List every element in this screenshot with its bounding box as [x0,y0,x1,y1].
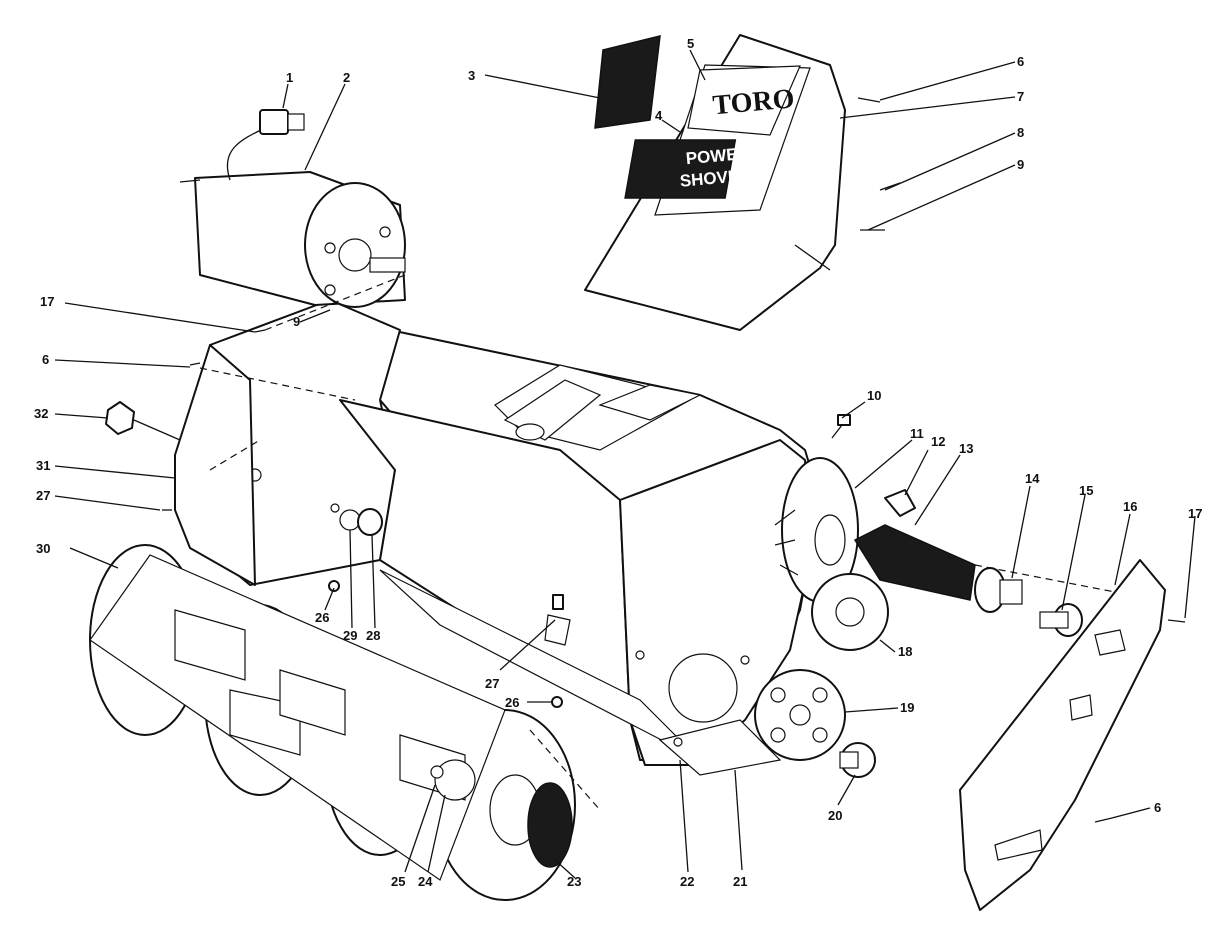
callout-14: 14 [1025,471,1040,486]
bolt-27b [544,594,571,646]
callout-11: 11 [910,426,924,441]
callout-22: 22 [680,874,694,889]
nut-26b [551,696,563,708]
callout-9-motor: 9 [293,314,300,329]
brand-text: TORO [711,83,795,121]
callout-10: 10 [867,388,881,403]
callout-17-right: 17 [1188,506,1202,521]
callout-17-left: 17 [40,294,54,309]
callout-15: 15 [1079,483,1093,498]
callout-3: 3 [468,68,475,83]
callout-6-left: 6 [42,352,49,367]
callout-8: 8 [1017,125,1024,140]
fan-impeller [774,457,859,603]
bushing-15 [1039,603,1083,637]
screws [162,97,1186,823]
housing [209,299,821,776]
callout-30: 30 [36,541,50,556]
callout-12: 12 [931,434,945,449]
callout-32: 32 [34,406,48,421]
callout-26-left: 26 [315,610,329,625]
rotor-assembly [89,544,576,901]
callout-31: 31 [36,458,50,473]
gear-19 [754,669,846,761]
callout-25: 25 [391,874,405,889]
callout-9-top: 9 [1017,157,1024,172]
callout-16: 16 [1123,499,1137,514]
leader-lines [54,49,1196,879]
callout-27-left: 27 [36,488,50,503]
alignment-lines [199,274,1116,811]
callout-2: 2 [343,70,350,85]
pinion-14 [974,567,1023,613]
clip-12 [884,489,916,517]
callout-19: 19 [900,700,914,715]
nut-26a [328,580,340,592]
callout-28: 28 [366,628,380,643]
callout-6-top: 6 [1017,54,1024,69]
chute-hood [584,34,846,331]
nut-32 [105,401,181,441]
decal-text: TORO POWER SHOVEL [679,83,796,190]
callout-numbers: 1 2 3 4 5 6 7 8 9 9 17 6 32 31 27 30 26 … [34,36,1202,889]
washer-28-29 [339,508,383,536]
callout-29: 29 [343,628,357,643]
callout-6-right: 6 [1154,800,1161,815]
callout-13: 13 [959,441,973,456]
gear-18 [811,573,889,651]
callout-21: 21 [733,874,747,889]
side-cover [174,344,256,586]
callout-26-mid: 26 [505,695,519,710]
callout-1: 1 [286,70,293,85]
side-plate [959,559,1166,911]
callout-5: 5 [687,36,694,51]
bushing-20 [839,742,876,778]
drive-shaft [853,524,976,601]
callout-24: 24 [418,874,433,889]
foam-pad [594,35,661,129]
callout-27-mid: 27 [485,676,499,691]
callout-4: 4 [655,108,663,123]
motor [179,109,406,308]
callout-23: 23 [567,874,581,889]
callout-18: 18 [898,644,912,659]
bolt-10 [831,414,851,439]
callout-7: 7 [1017,89,1024,104]
power-shovel-decal [624,139,737,199]
callout-20: 20 [828,808,842,823]
